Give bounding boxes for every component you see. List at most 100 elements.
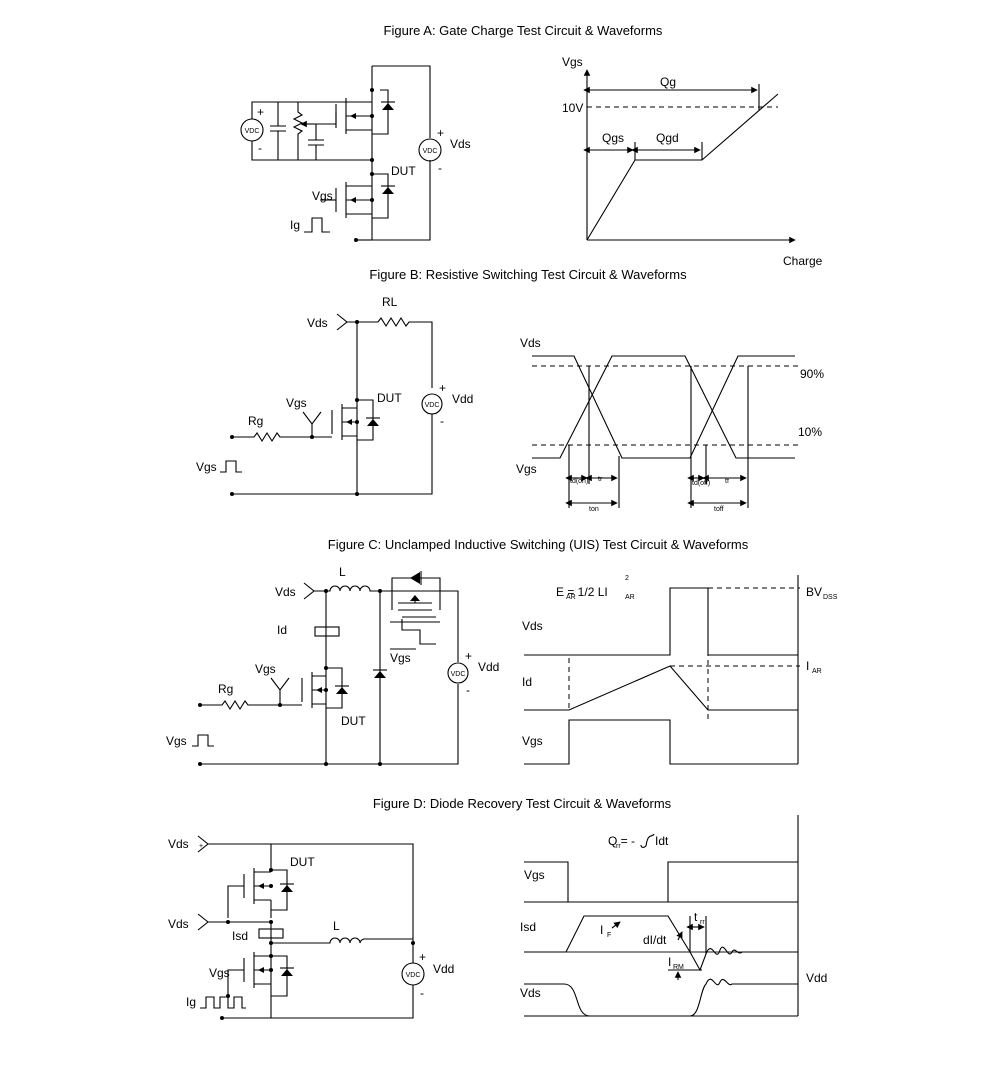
figure-d-isd-label: Isd [232, 929, 248, 943]
figure-c-graph-ear-sup: 2 [625, 575, 629, 582]
figure-b-vgs-label: Vgs [286, 396, 307, 410]
figure-d-ig-label: Ig [186, 995, 196, 1009]
figure-b-graph-10: 10% [798, 425, 822, 439]
figure-d-graph-vgs: Vgs [524, 868, 545, 882]
figure-b-graph-tf: tf [725, 478, 729, 485]
figure-c-graph-ear-sub: AR [566, 594, 576, 601]
figure-b: Figure B: Resistive Switching Test Circu… [196, 267, 824, 513]
figure-c-plus: + [465, 649, 472, 663]
figure-c-graph: E = 1/2 LI AR AR 2 BV DSS I AR Vds Id Vg… [522, 575, 838, 765]
figure-d-minus: - [420, 986, 424, 1000]
figure-b-vds-label: Vds [307, 316, 328, 330]
figure-c-graph-iar-sub: AR [812, 668, 822, 675]
figure-a-graph-qgd: Qgd [656, 131, 679, 145]
figure-c-l-label: L [339, 565, 346, 579]
figure-d-graph-irm-sub: RM [673, 964, 684, 971]
figure-c-graph-bvdss-sub: DSS [823, 594, 838, 601]
figure-b-circuit: Vds RL DUT Vgs Rg Vgs VDC + - [196, 295, 473, 496]
figure-a: Figure A: Gate Charge Test Circuit & Wav… [240, 23, 823, 268]
figure-a-dut-label: DUT [391, 164, 416, 178]
figure-d-vds-minus-label: Vds [168, 917, 189, 931]
figure-a-title: Figure A: Gate Charge Test Circuit & Wav… [384, 23, 663, 38]
figure-c-graph-ear-sub2: AR [625, 594, 635, 601]
figure-a-vds-label: Vds [450, 137, 471, 151]
figure-a-graph-qgs: Qgs [602, 131, 624, 145]
figure-c-graph-iar: I [806, 659, 809, 673]
figure-a-graph-qg: Qg [660, 75, 676, 89]
figure-a-minus-right: - [438, 161, 442, 175]
figure-d-plus: + [419, 950, 426, 964]
figure-d-dut-label: DUT [290, 855, 315, 869]
figure-c-id-label: Id [277, 623, 287, 637]
figure-d-graph-trr-sub: rr [700, 919, 705, 926]
figure-c-vgs-label: Vgs [255, 662, 276, 676]
figure-d-graph-vdd: Vdd [806, 971, 827, 985]
figure-b-graph-vds: Vds [520, 336, 541, 350]
figure-c-title: Figure C: Unclamped Inductive Switching … [328, 537, 749, 552]
figure-a-graph-10v: 10V [562, 101, 583, 115]
figure-b-graph-vgs: Vgs [516, 462, 537, 476]
figure-c-vdc: VDC [451, 671, 466, 678]
figure-b-graph-tr: tr [598, 476, 603, 483]
figure-d-vdd-label: Vdd [433, 962, 454, 976]
figure-d: Figure D: Diode Recovery Test Circuit & … [168, 796, 827, 1020]
figure-c-minus: - [466, 683, 470, 697]
figure-c-graph-vds: Vds [522, 619, 543, 633]
figure-c-dut-label: DUT [341, 714, 366, 728]
figure-d-vds-plus-label: Vds [168, 837, 189, 851]
figure-a-plus-right: + [437, 126, 444, 140]
figure-a-vgs-label: Vgs [312, 189, 333, 203]
figure-b-graph: Vds Vgs 90% 10% td(on) tr ton td(off) tf… [516, 336, 824, 513]
figure-d-graph-didt: dI/dt [643, 933, 667, 947]
figure-d-plus-small: + [199, 843, 203, 850]
figure-d-graph-qrr-sub: rr [616, 843, 621, 850]
figure-a-graph: Vgs Charge 10V Qg Qgs Qgd [562, 55, 823, 268]
figure-b-rl-label: RL [382, 295, 398, 309]
figure-b-vdc: VDC [425, 402, 440, 409]
figure-a-graph-x-axis: Charge [783, 254, 823, 268]
figure-a-vdc-left: VDC [245, 128, 260, 135]
figure-c-vds-label: Vds [275, 585, 296, 599]
figure-c-graph-ear: E = 1/2 LI [556, 585, 608, 599]
figure-d-graph-isd: Isd [520, 920, 536, 934]
figure-b-graph-toff: toff [714, 506, 724, 513]
figure-b-graph-90: 90% [800, 367, 824, 381]
figure-b-plus: + [439, 381, 446, 395]
figure-b-dut-label: DUT [377, 391, 402, 405]
figure-a-ig-label: Ig [290, 218, 300, 232]
figure-a-minus-left: - [258, 141, 262, 155]
figure-b-graph-tdon: td(on) [570, 478, 588, 485]
figure-d-l-label: L [333, 919, 340, 933]
figure-d-graph-irm: I [668, 955, 671, 969]
figure-d-graph-trr: t [694, 910, 698, 924]
figure-b-vdd-label: Vdd [452, 392, 473, 406]
figure-c-vgs-pulse-label: Vgs [166, 734, 187, 748]
figure-d-circuit: Vds + DUT Vds Isd L [168, 835, 454, 1020]
figure-d-vdc: VDC [406, 972, 421, 979]
figure-c-graph-bvdss: BV [806, 585, 822, 599]
figure-d-title: Figure D: Diode Recovery Test Circuit & … [373, 796, 672, 811]
figure-a-graph-y-axis: Vgs [562, 55, 583, 69]
figure-a-plus-left: + [257, 105, 264, 119]
figure-d-graph-qrr: Q = - [608, 834, 635, 848]
figure-d-vgs-label: Vgs [209, 966, 230, 980]
figure-b-minus: - [440, 414, 444, 428]
figure-b-graph-tdoff: td(off) [692, 480, 710, 487]
figure-d-graph-idt: Idt [655, 834, 669, 848]
figure-c-graph-vgs: Vgs [522, 734, 543, 748]
figure-c-vdd-label: Vdd [478, 660, 499, 674]
figure-c-rg-label: Rg [218, 682, 233, 696]
figure-b-rg-label: Rg [248, 414, 263, 428]
figure-d-graph: Q = - rr Idt Vgs Isd I F dI/dt t rr I RM… [520, 815, 827, 1017]
figure-d-graph-if-sub: F [607, 932, 611, 939]
figure-a-circuit: VDC + - VDC [240, 65, 471, 242]
figure-d-graph-vds: Vds [520, 986, 541, 1000]
figure-c-vgs-bar: Vgs [390, 651, 411, 665]
figure-c: Figure C: Unclamped Inductive Switching … [166, 537, 838, 766]
figure-a-vdc-right: VDC [423, 148, 438, 155]
figure-b-title: Figure B: Resistive Switching Test Circu… [369, 267, 687, 282]
figure-b-vgs-pulse-label: Vgs [196, 460, 217, 474]
figure-d-graph-if: I [600, 923, 603, 937]
figure-b-graph-ton: ton [589, 506, 599, 513]
